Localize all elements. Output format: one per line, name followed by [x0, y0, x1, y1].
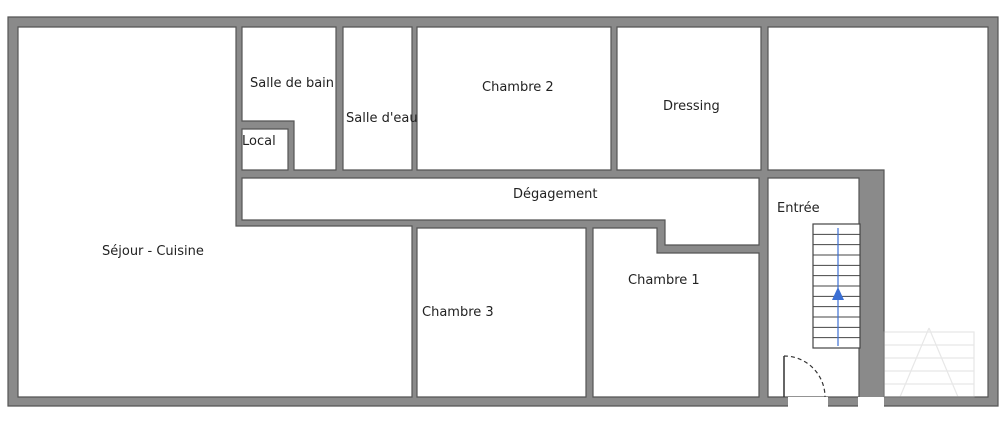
room-label-salle-de-bain: Salle de bain	[250, 76, 334, 91]
room-label-salle-eau: Salle d'eau	[346, 111, 418, 126]
room-label-dressing: Dressing	[663, 99, 720, 114]
up-arrow-icon	[832, 287, 844, 300]
entry-door-opening	[788, 397, 828, 407]
room-label-chambre1: Chambre 1	[628, 273, 700, 288]
room-label-chambre2: Chambre 2	[482, 80, 554, 95]
room-label-local: Local	[242, 134, 276, 149]
room-label-sejour: Séjour - Cuisine	[102, 244, 204, 259]
watermark-logo-icon	[883, 327, 975, 398]
room-label-degagement: Dégagement	[513, 187, 597, 202]
stairs-icon	[812, 223, 861, 349]
door-swing-icon	[783, 355, 826, 398]
room-label-chambre3: Chambre 3	[422, 305, 494, 320]
balcony-opening	[858, 397, 884, 407]
room-label-entree: Entrée	[777, 201, 820, 216]
